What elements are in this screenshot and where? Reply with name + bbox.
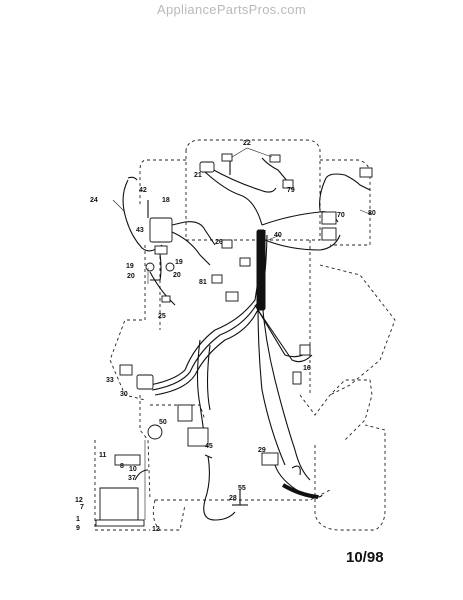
callout-37: 37 [128,475,136,482]
starter-solenoid [261,452,279,466]
callout-1: 1 [76,516,80,523]
ignition-plug [154,245,168,255]
fuse-holder-2 [165,262,175,272]
battery-tray [95,519,145,527]
module [177,404,193,422]
callout-20b: 20 [173,272,181,279]
callout-22: 22 [243,140,251,147]
callout-11: 11 [99,452,107,459]
relay-45 [187,427,209,447]
key-switch-plug [136,374,154,390]
headlight-connector [199,161,215,173]
connector-right [299,344,311,356]
fuse-holder [145,262,155,272]
callout-30: 30 [120,391,128,398]
seat-switch-connector [359,167,373,178]
callout-19a: 19 [126,263,134,270]
ignition-switch [149,217,173,243]
leader-lines [112,147,373,284]
callout-42: 42 [139,187,147,194]
callout-50: 50 [159,419,167,426]
date-code: 10/98 [346,549,384,566]
connector-81b [225,291,239,302]
callout-16: 16 [303,365,311,372]
callout-20a: 20 [127,273,135,280]
callout-12a: 12 [75,497,83,504]
callout-43: 43 [136,227,144,234]
callout-labels: 22 21 79 80 70 40 24 42 18 43 26 19 19 2… [75,140,376,533]
callout-80: 80 [368,210,376,217]
callout-55: 55 [238,485,246,492]
callout-24: 24 [90,197,98,204]
pto-switch [119,364,133,376]
relay-50 [147,424,163,440]
watermark: AppliancePartsPros.com [157,2,306,17]
connector-26 [221,239,233,249]
callout-18: 18 [162,197,170,204]
headlight-socket-right [269,154,281,163]
switch-70a [321,211,337,225]
connector-81 [211,274,223,284]
callout-19b: 19 [175,259,183,266]
connector-79 [282,179,294,189]
callout-21: 21 [194,172,202,179]
callout-79: 79 [287,187,295,194]
callout-7: 7 [80,504,84,511]
callout-9: 9 [76,525,80,532]
callout-12b: 12 [152,526,160,533]
top-harness [199,153,373,251]
connector-16 [292,371,302,385]
callout-33: 33 [106,377,114,384]
callout-10: 10 [129,466,137,473]
callout-81: 81 [199,279,207,286]
switch-70b [321,227,337,241]
callout-40: 40 [274,232,282,239]
callout-26: 26 [215,239,223,246]
callout-28: 28 [229,495,237,502]
battery-bracket [114,454,141,466]
harness-tape [256,229,266,311]
battery [99,487,139,521]
headlight-socket-left [221,153,233,162]
left-components [122,176,251,306]
callout-25: 25 [158,313,166,320]
callout-29: 29 [258,447,266,454]
lower-components [95,344,323,527]
ground-lug [161,295,171,303]
connector-mid [239,257,251,267]
callout-45: 45 [205,443,213,450]
callout-8: 8 [120,463,124,470]
callout-70: 70 [337,212,345,219]
tractor-outline [94,139,396,531]
